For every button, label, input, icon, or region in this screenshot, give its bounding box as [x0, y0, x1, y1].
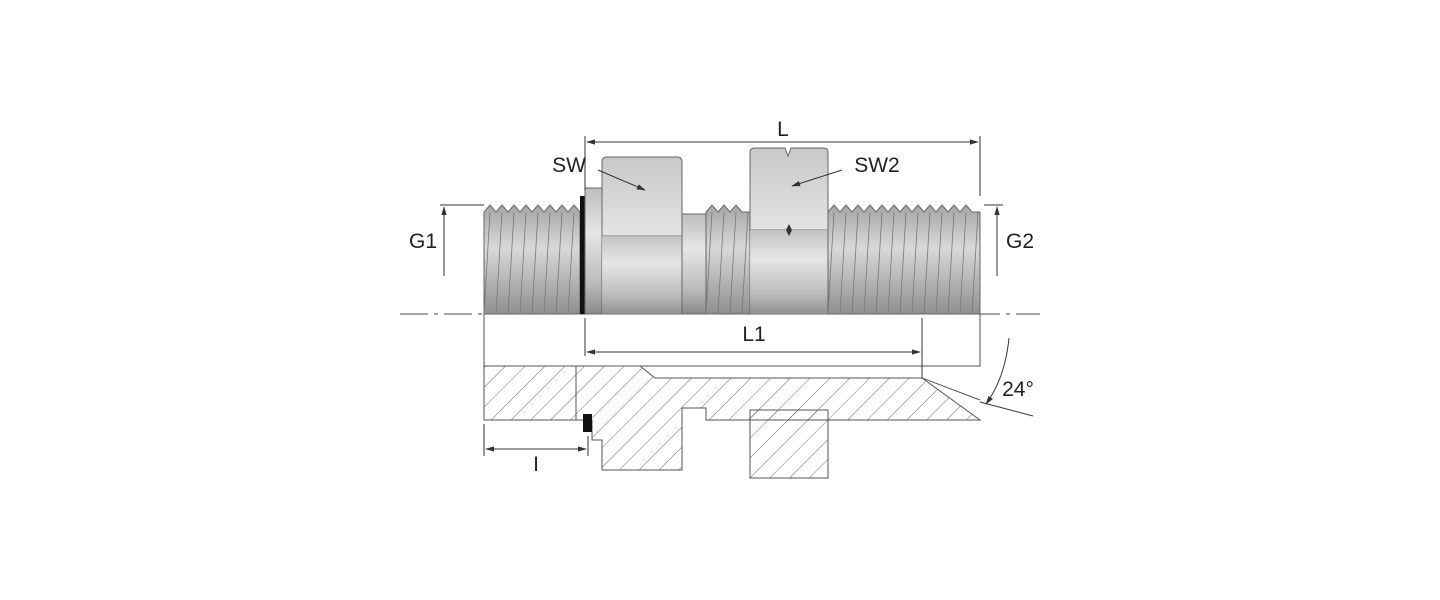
nut-sw2 — [749, 147, 829, 315]
exterior-view — [483, 147, 981, 315]
label-i: I — [533, 453, 539, 476]
angle-arc — [985, 337, 1010, 405]
right-thread — [827, 204, 981, 315]
leader-sw — [597, 169, 646, 191]
section-left-end — [483, 365, 577, 421]
hex-sw — [601, 156, 683, 315]
label-sw: SW — [552, 154, 586, 177]
collar — [584, 187, 603, 315]
label-g1: G1 — [409, 230, 437, 253]
leader-sw2 — [791, 169, 843, 187]
section-seal — [583, 414, 592, 432]
seal-ring — [580, 196, 585, 314]
label-g2: G2 — [1006, 230, 1034, 253]
section-view — [483, 314, 982, 479]
label-sw2: SW2 — [854, 154, 900, 177]
middle-thread — [705, 204, 751, 315]
label-l1: L1 — [742, 323, 765, 346]
label-l: L — [777, 118, 789, 141]
neck — [681, 213, 707, 315]
left-thread — [483, 204, 581, 315]
section-nut — [749, 409, 829, 479]
label-angle: 24° — [1002, 378, 1034, 401]
